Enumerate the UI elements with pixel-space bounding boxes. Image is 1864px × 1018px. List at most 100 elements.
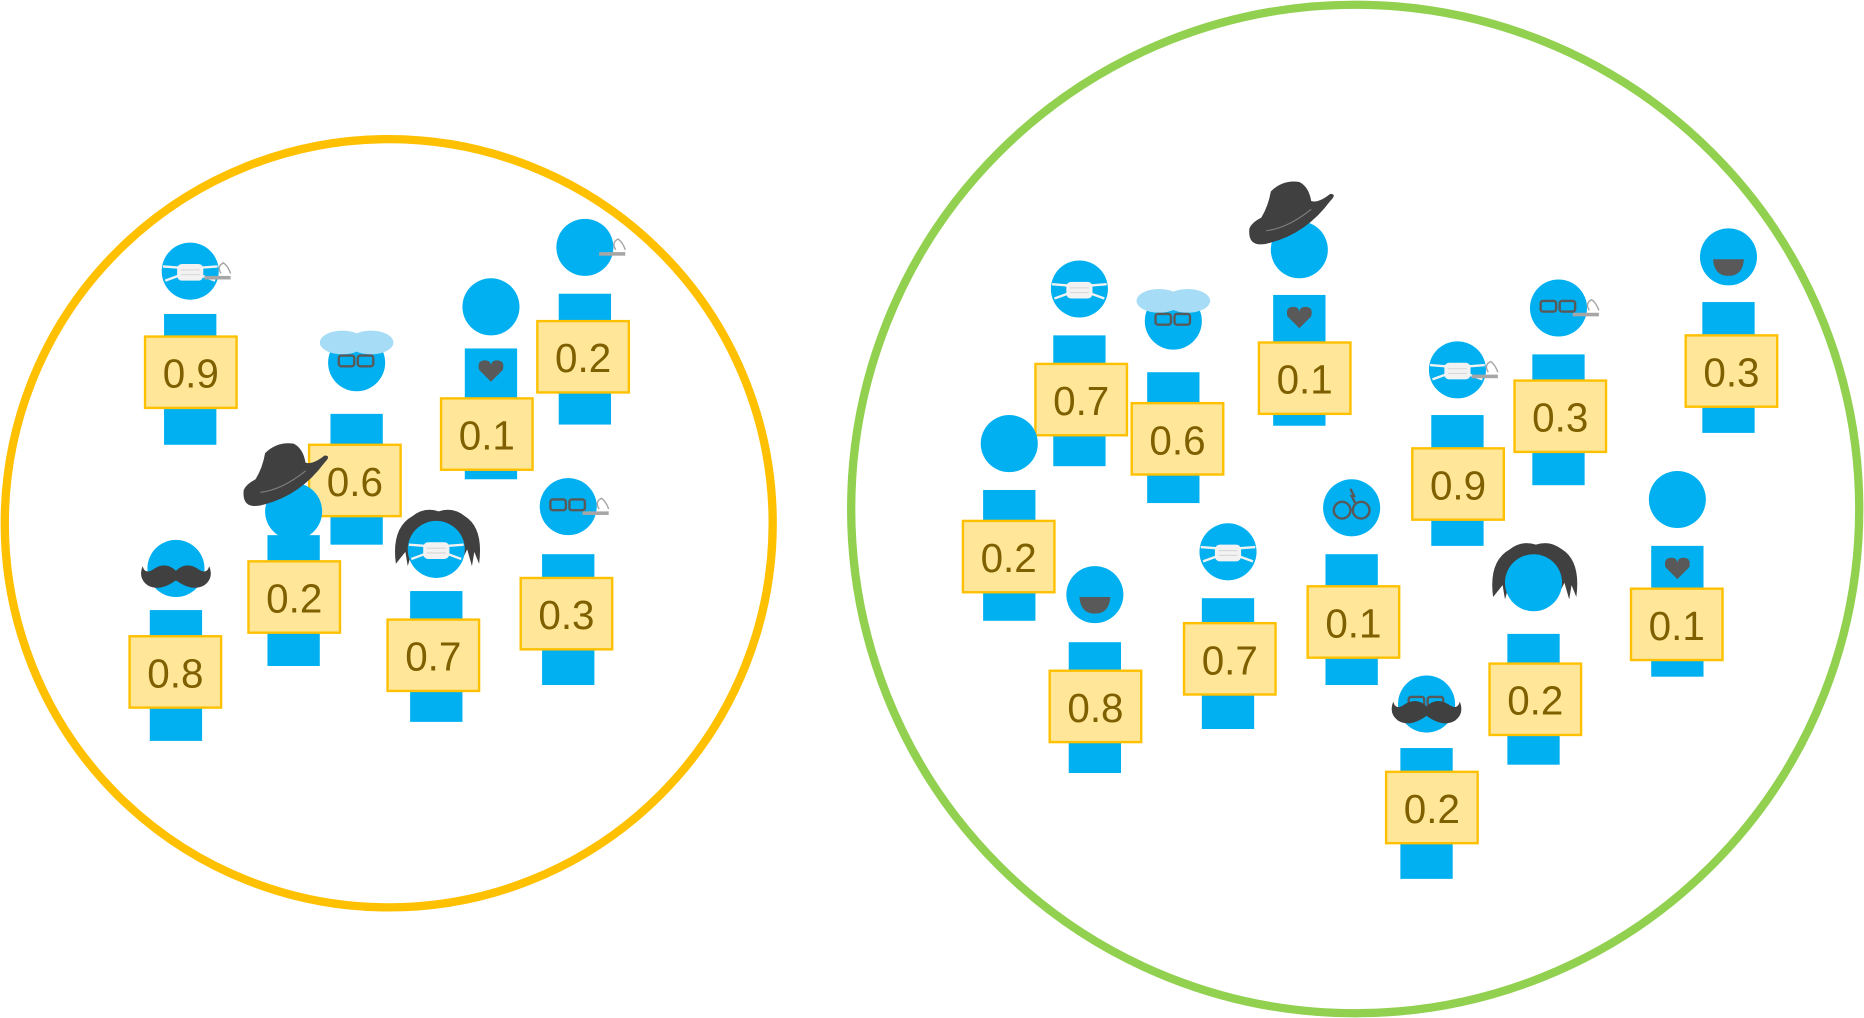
score-value: 0.2: [1404, 786, 1460, 832]
cigarette-icon: [204, 261, 232, 280]
score-box: [1411, 447, 1505, 521]
person: 0.7: [1182, 523, 1277, 730]
round-glasses-icon: [1332, 488, 1371, 520]
glasses-icon: [337, 354, 375, 368]
score-box: [1384, 770, 1479, 845]
person-head: [980, 415, 1038, 473]
score-box: [1488, 662, 1583, 737]
person: 0.1: [1249, 181, 1352, 426]
score-label: 0.1: [1629, 587, 1724, 662]
score-box: [1034, 362, 1129, 437]
person-head: [556, 218, 614, 276]
score-label: 0.3: [1684, 334, 1779, 408]
score-value: 0.2: [266, 575, 322, 621]
score-value: 0.8: [147, 650, 203, 696]
score-box: [1048, 669, 1143, 744]
score-value: 0.7: [405, 634, 461, 680]
score-value: 0.7: [1202, 637, 1258, 683]
score-box: [1306, 585, 1401, 659]
score-box: [961, 519, 1056, 594]
score-value: 0.2: [981, 535, 1037, 581]
score-label: 0.2: [536, 319, 631, 394]
score-box: [1684, 334, 1779, 408]
person-head: [1529, 279, 1588, 337]
person: 0.9: [1411, 341, 1505, 546]
score-value: 0.1: [1325, 600, 1381, 646]
score-label: 0.2: [247, 560, 342, 634]
score-box: [519, 576, 614, 651]
heart-icon: [478, 360, 504, 382]
score-value: 0.3: [1703, 349, 1759, 395]
person: 0.9: [143, 242, 238, 445]
mask-icon: [408, 542, 464, 561]
person-head: [1699, 228, 1758, 286]
person: 0.2: [1488, 543, 1583, 765]
person: 0.3: [519, 478, 614, 686]
person: 0.1: [439, 278, 534, 480]
score-value: 0.9: [1430, 462, 1486, 508]
group-ring: [0, 134, 777, 912]
person: 0.2: [961, 415, 1056, 621]
score-value: 0.3: [538, 592, 594, 638]
cigarette-icon: [582, 497, 610, 515]
cigarette-icon: [599, 238, 626, 256]
score-label: 0.7: [1034, 362, 1129, 437]
person: 0.7: [386, 509, 481, 722]
score-box: [439, 397, 534, 471]
glasses-icon: [549, 498, 587, 512]
mustache-icon: [1391, 700, 1462, 724]
score-box: [386, 618, 481, 693]
score-value: 0.3: [1532, 395, 1588, 441]
person-head: [1504, 554, 1563, 612]
cigarette-icon: [1471, 360, 1499, 379]
person: 0.6: [1130, 288, 1225, 504]
score-label: 0.2: [1384, 770, 1479, 845]
glasses-icon: [1154, 312, 1192, 326]
score-label: 0.6: [1130, 401, 1225, 476]
score-value: 0.1: [459, 413, 515, 459]
score-value: 0.1: [1277, 357, 1333, 403]
mask-icon: [1200, 544, 1256, 563]
person: 0.2: [1384, 675, 1479, 879]
person-head: [462, 278, 520, 336]
person-head: [1648, 470, 1706, 529]
mustache-icon: [141, 565, 211, 588]
score-box: [128, 635, 223, 709]
cigarette-icon: [1572, 298, 1600, 317]
person: 0.8: [1048, 566, 1143, 774]
person: 0.3: [1513, 279, 1608, 486]
score-label: 0.1: [439, 397, 534, 471]
person: 0.2: [243, 443, 342, 666]
person: 0.8: [128, 539, 223, 741]
score-label: 0.9: [143, 335, 238, 410]
score-box: [143, 335, 238, 410]
smile-icon: [1713, 259, 1744, 276]
hat-icon: [243, 443, 329, 507]
score-box: [1257, 341, 1352, 416]
score-label: 0.7: [1182, 621, 1277, 696]
score-label: 0.1: [1257, 341, 1352, 416]
score-box: [1130, 401, 1225, 476]
small-group: 0.9 0.6 0.1 0.2 0.2 0.7 0.3 0.8: [0, 134, 777, 912]
mask-icon: [162, 264, 218, 282]
score-label: 0.8: [128, 635, 223, 709]
glasses-icon: [1539, 299, 1577, 313]
score-label: 0.6: [307, 443, 402, 518]
score-box: [247, 560, 342, 634]
light-hair-icon: [319, 330, 394, 355]
group-ring: [847, 0, 1864, 1018]
heart-icon: [1664, 557, 1690, 580]
score-label: 0.8: [1048, 669, 1143, 744]
person-head: [1323, 479, 1381, 537]
person: 0.6: [307, 330, 402, 545]
score-value: 0.2: [1507, 678, 1563, 724]
score-value: 0.8: [1067, 685, 1123, 731]
mask-icon: [1430, 362, 1485, 381]
smile-icon: [1079, 597, 1111, 614]
score-value: 0.1: [1649, 603, 1705, 649]
score-label: 0.9: [1411, 447, 1505, 521]
score-label: 0.3: [1513, 379, 1608, 454]
score-label: 0.2: [1488, 662, 1583, 737]
score-box: [1513, 379, 1608, 454]
